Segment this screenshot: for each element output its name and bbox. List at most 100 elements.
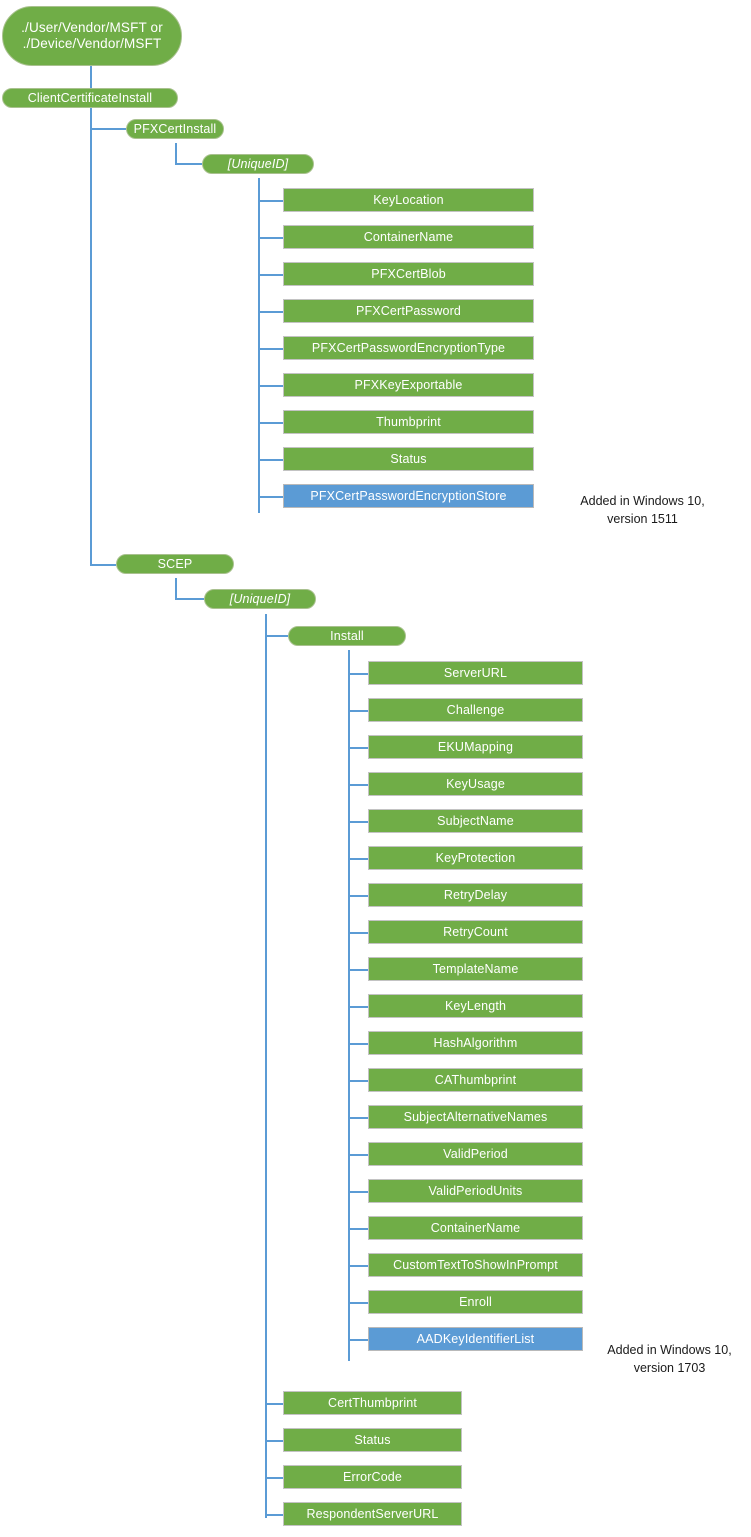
node-leaf[interactable]: RetryDelay xyxy=(368,883,583,907)
annotation-added-1703: Added in Windows 10, version 1703 xyxy=(607,1343,732,1376)
annotation-added-1511: Added in Windows 10, version 1511 xyxy=(580,494,705,527)
node-leaf[interactable]: Thumbprint xyxy=(283,410,534,434)
node-leaf[interactable]: ServerURL xyxy=(368,661,583,685)
connector-scep-down xyxy=(175,578,177,599)
connector-leaf-stub xyxy=(348,913,350,932)
connector-leaf-elbow xyxy=(348,1117,368,1119)
node-leaf[interactable]: CAThumbprint xyxy=(368,1068,583,1092)
connector-leaf-elbow xyxy=(265,1440,283,1442)
node-leaf[interactable]: ErrorCode xyxy=(283,1465,462,1489)
node-leaf[interactable]: Status xyxy=(283,447,534,471)
node-leaf[interactable]: AADKeyIdentifierList xyxy=(368,1327,583,1351)
node-leaf[interactable]: PFXCertPasswordEncryptionType xyxy=(283,336,534,360)
connector-branch-install xyxy=(265,635,288,637)
node-leaf[interactable]: TemplateName xyxy=(368,957,583,981)
node-leaf[interactable]: RetryCount xyxy=(368,920,583,944)
connector-leaf-stub xyxy=(348,950,350,969)
node-scep[interactable]: SCEP xyxy=(116,554,234,574)
connector-leaf-stub xyxy=(348,1172,350,1191)
node-root-path[interactable]: ./User/Vendor/MSFT or ./Device/Vendor/MS… xyxy=(2,6,182,66)
node-install[interactable]: Install xyxy=(288,626,406,646)
connector-pfxcertinstall-to-uniqueid xyxy=(175,163,202,165)
connector-leaf-elbow xyxy=(348,1043,368,1045)
connector-leaf-stub xyxy=(348,1061,350,1080)
node-leaf[interactable]: Status xyxy=(283,1428,462,1452)
node-scep-uniqueid[interactable]: [UniqueID] xyxy=(204,589,316,609)
connector-leaf-elbow xyxy=(258,311,283,313)
connector-leaf-stub xyxy=(348,839,350,858)
connector-leaf-elbow xyxy=(348,1154,368,1156)
connector-leaf-elbow xyxy=(348,858,368,860)
connector-leaf-elbow xyxy=(348,1265,368,1267)
connector-leaf-stub xyxy=(348,1209,350,1228)
connector-leaf-stub xyxy=(258,292,260,311)
connector-leaf-stub xyxy=(348,1246,350,1265)
connector-leaf-elbow xyxy=(258,459,283,461)
connector-pfxcertinstall-down xyxy=(175,143,177,164)
connector-leaf-elbow xyxy=(348,710,368,712)
connector-leaf-stub xyxy=(265,1458,267,1477)
connector-trunk-scep-uniqueid xyxy=(265,614,267,1518)
connector-leaf-stub xyxy=(258,403,260,422)
node-pfx-uniqueid[interactable]: [UniqueID] xyxy=(202,154,314,174)
connector-branch-pfxcertinstall xyxy=(90,128,126,130)
connector-scep-to-uniqueid xyxy=(175,598,204,600)
node-leaf[interactable]: PFXCertPassword xyxy=(283,299,534,323)
connector-branch-scep xyxy=(90,564,116,566)
connector-leaf-stub xyxy=(348,1098,350,1117)
node-leaf[interactable]: HashAlgorithm xyxy=(368,1031,583,1055)
connector-leaf-elbow xyxy=(348,747,368,749)
node-leaf[interactable]: PFXCertBlob xyxy=(283,262,534,286)
connector-leaf-elbow xyxy=(265,1403,283,1405)
connector-leaf-elbow xyxy=(258,496,283,498)
connector-leaf-elbow xyxy=(265,1477,283,1479)
connector-leaf-stub xyxy=(258,440,260,459)
node-leaf[interactable]: KeyLocation xyxy=(283,188,534,212)
connector-leaf-stub xyxy=(348,802,350,821)
connector-leaf-stub xyxy=(258,366,260,385)
connector-leaf-elbow xyxy=(348,673,368,675)
connector-leaf-stub xyxy=(258,477,260,496)
node-leaf[interactable]: KeyProtection xyxy=(368,846,583,870)
connector-leaf-stub xyxy=(258,181,260,200)
connector-leaf-elbow xyxy=(258,237,283,239)
node-clientcertificateinstall[interactable]: ClientCertificateInstall xyxy=(2,88,178,108)
connector-leaf-stub xyxy=(348,1283,350,1302)
connector-leaf-stub xyxy=(258,329,260,348)
connector-leaf-stub xyxy=(348,1024,350,1043)
node-leaf[interactable]: PFXKeyExportable xyxy=(283,373,534,397)
node-leaf[interactable]: PFXCertPasswordEncryptionStore xyxy=(283,484,534,508)
connector-leaf-stub xyxy=(348,728,350,747)
connector-root-to-clientcertificateinstall xyxy=(90,66,92,88)
connector-leaf-stub xyxy=(348,1320,350,1339)
connector-leaf-elbow xyxy=(348,784,368,786)
node-leaf[interactable]: EKUMapping xyxy=(368,735,583,759)
node-pfxcertinstall[interactable]: PFXCertInstall xyxy=(126,119,224,139)
node-leaf[interactable]: CustomTextToShowInPrompt xyxy=(368,1253,583,1277)
connector-leaf-elbow xyxy=(258,385,283,387)
node-leaf[interactable]: ValidPeriodUnits xyxy=(368,1179,583,1203)
connector-leaf-elbow xyxy=(348,1006,368,1008)
connector-leaf-elbow xyxy=(348,821,368,823)
node-leaf[interactable]: Enroll xyxy=(368,1290,583,1314)
node-leaf[interactable]: SubjectName xyxy=(368,809,583,833)
connector-leaf-stub xyxy=(348,1135,350,1154)
node-leaf[interactable]: ValidPeriod xyxy=(368,1142,583,1166)
connector-leaf-elbow xyxy=(348,1080,368,1082)
connector-trunk-clientcertificateinstall xyxy=(90,108,92,565)
node-leaf[interactable]: KeyLength xyxy=(368,994,583,1018)
node-leaf[interactable]: ContainerName xyxy=(283,225,534,249)
node-leaf[interactable]: RespondentServerURL xyxy=(283,1502,462,1526)
node-leaf[interactable]: Challenge xyxy=(368,698,583,722)
connector-leaf-elbow xyxy=(348,1339,368,1341)
node-leaf[interactable]: KeyUsage xyxy=(368,772,583,796)
node-leaf[interactable]: CertThumbprint xyxy=(283,1391,462,1415)
connector-leaf-elbow xyxy=(258,348,283,350)
connector-leaf-stub xyxy=(258,218,260,237)
connector-leaf-stub xyxy=(348,987,350,1006)
node-leaf[interactable]: ContainerName xyxy=(368,1216,583,1240)
node-leaf[interactable]: SubjectAlternativeNames xyxy=(368,1105,583,1129)
connector-leaf-stub xyxy=(265,1495,267,1514)
connector-leaf-elbow xyxy=(348,1191,368,1193)
connector-leaf-elbow xyxy=(258,422,283,424)
